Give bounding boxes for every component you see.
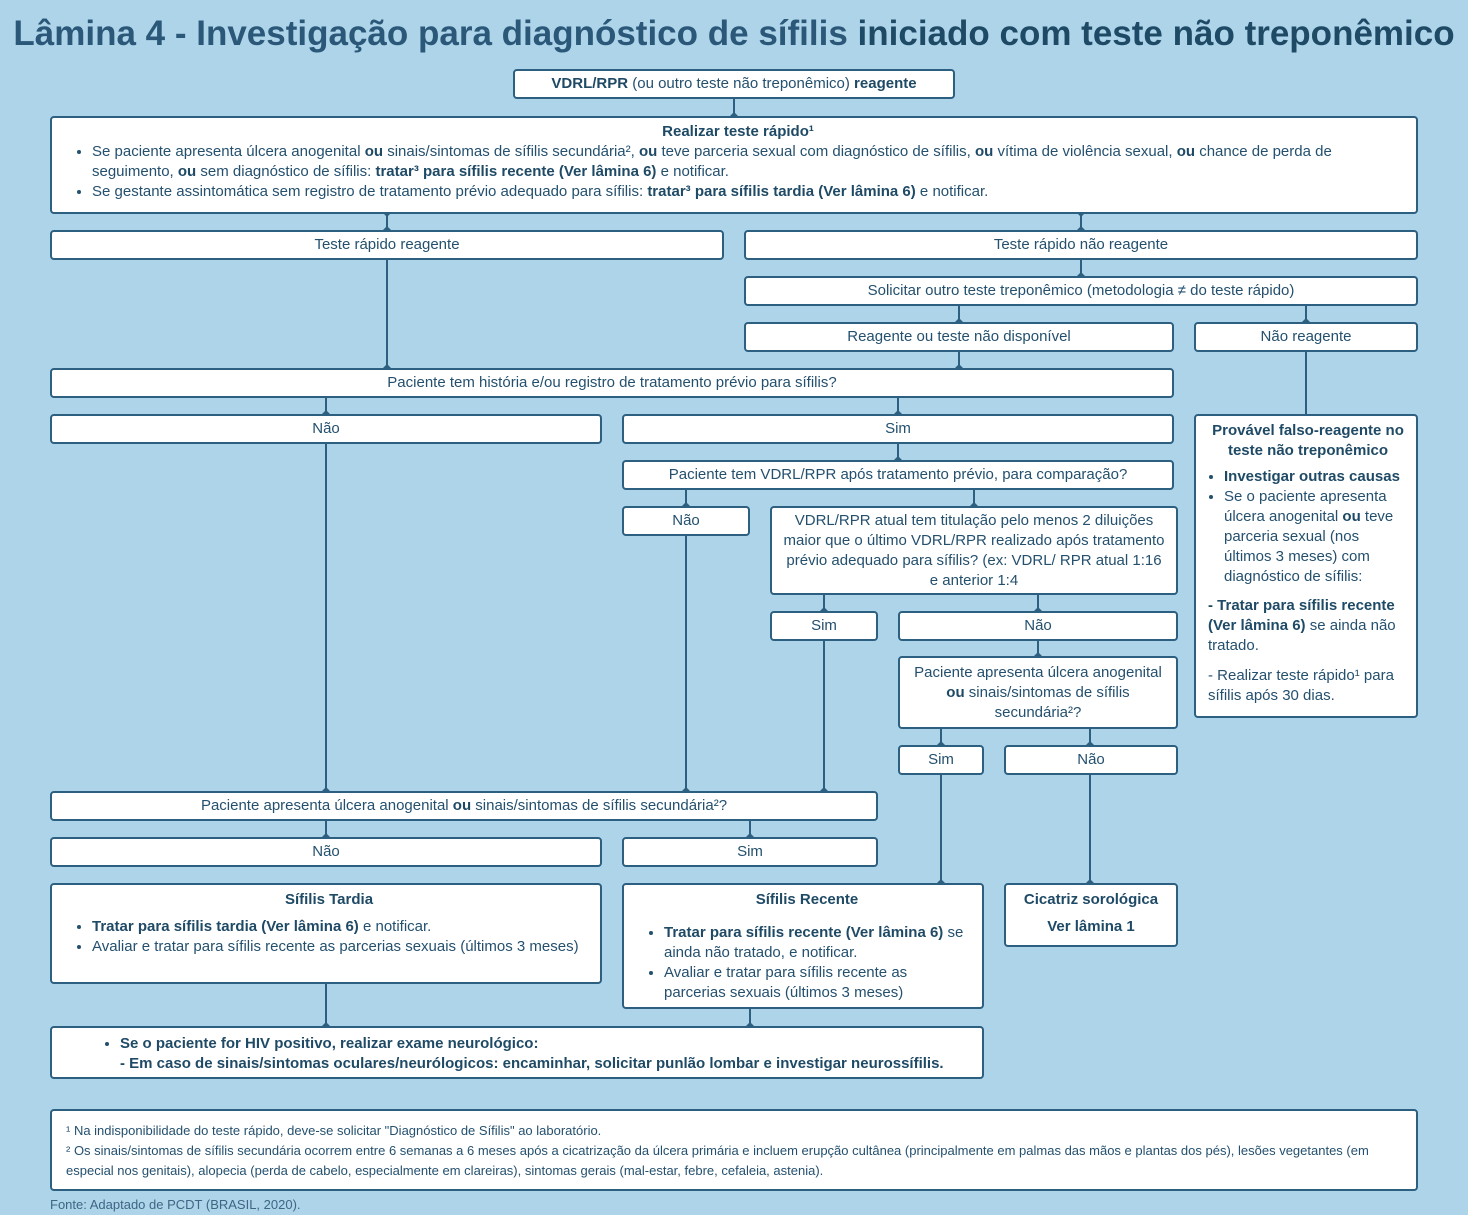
node-prior-vdrl-no: Não <box>622 506 750 536</box>
node-lesion2-yes: Sim <box>898 745 984 775</box>
source-note: Fonte: Adaptado de PCDT (BRASIL, 2020). <box>50 1197 301 1212</box>
node-treatment-history: Paciente tem história e/ou registro de t… <box>50 368 1174 398</box>
node-prior-vdrl: Paciente tem VDRL/RPR após tratamento pr… <box>622 460 1174 490</box>
footnote-1: ¹ Na indisponibilidade do teste rápido, … <box>66 1123 602 1138</box>
node-lesion-no: Não <box>50 837 602 867</box>
node-history-yes: Sim <box>622 414 1174 444</box>
rapid-bullet-2: Se gestante assintomática sem registro d… <box>92 182 1404 202</box>
recent-syphilis-box: Sífilis Recente Tratar para sífilis rece… <box>622 883 984 1009</box>
node-titer-no: Não <box>898 611 1178 641</box>
page-title: Lâmina 4 - Investigação para diagnóstico… <box>13 14 1455 53</box>
node-titer-question: VDRL/RPR atual tem titulação pelo menos … <box>770 506 1178 595</box>
see-slide-1-link: Ver lâmina 1 <box>1047 918 1135 935</box>
late-syphilis-box: Sífilis Tardia Tratar para sífilis tardi… <box>50 883 602 984</box>
footnote-2: ² Os sinais/sintomas de sífilis secundár… <box>66 1143 1369 1178</box>
start-node: VDRL/RPR (ou outro teste não treponêmico… <box>513 69 955 99</box>
node-rapid-reagent: Teste rápido reagente <box>50 230 724 260</box>
rapid-bullet-1: Se paciente apresenta úlcera anogenital … <box>92 142 1404 182</box>
node-history-no: Não <box>50 414 602 444</box>
node-lesion-question-2: Paciente apresenta úlcera anogenital ou … <box>898 656 1178 729</box>
node-rapid-nonreagent: Teste rápido não reagente <box>744 230 1418 260</box>
node-lesion-yes: Sim <box>622 837 878 867</box>
node-lesion-question: Paciente apresenta úlcera anogenital ou … <box>50 791 878 821</box>
rapid-test-box: Realizar teste rápido¹ Se paciente apres… <box>50 116 1418 214</box>
serologic-scar-box: Cicatriz sorológica Ver lâmina 1 <box>1004 883 1178 947</box>
false-positive-box: Provável falso-reagente no teste não tre… <box>1194 414 1418 718</box>
node-nonreagent: Não reagente <box>1194 322 1418 352</box>
node-other-treponemal: Solicitar outro teste treponêmico (metod… <box>744 276 1418 306</box>
node-titer-yes: Sim <box>770 611 878 641</box>
node-lesion2-no: Não <box>1004 745 1178 775</box>
footnotes-box: ¹ Na indisponibilidade do teste rápido, … <box>50 1109 1418 1191</box>
node-reagent-or-unavailable: Reagente ou teste não disponível <box>744 322 1174 352</box>
hiv-box: Se o paciente for HIV positivo, realizar… <box>50 1026 984 1079</box>
